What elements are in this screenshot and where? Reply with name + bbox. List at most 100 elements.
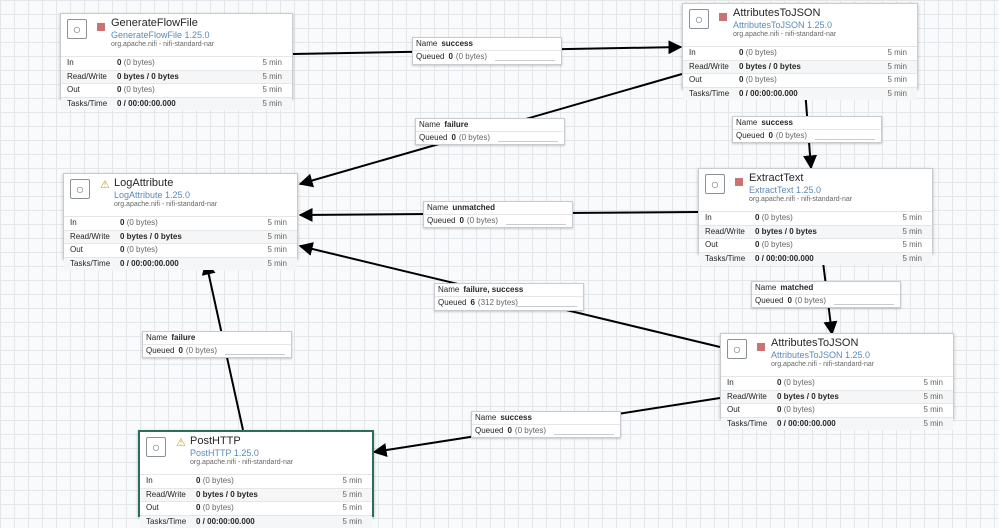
- stat-value: 0 (0 bytes): [739, 48, 777, 57]
- stat-label: Read/Write: [146, 489, 186, 499]
- stat-value: 0 (0 bytes): [196, 476, 234, 485]
- queued-size: (312 bytes): [477, 298, 518, 307]
- stat-label: Tasks/Time: [689, 88, 730, 98]
- connection-name: success: [761, 118, 793, 127]
- processor-generateflowfile[interactable]: ○ GenerateFlowFile GenerateFlowFile 1.25…: [60, 13, 293, 110]
- stopped-square-icon: [97, 23, 105, 31]
- queued-count: 6: [470, 298, 475, 307]
- queue-bar: [815, 137, 875, 140]
- processor-attributestojson-bottom[interactable]: ○ AttributesToJSON AttributesToJSON 1.25…: [720, 333, 954, 430]
- processor-type: GenerateFlowFile 1.25.0: [111, 30, 210, 40]
- queued-count: 0: [451, 133, 456, 142]
- processor-attributestojson-top[interactable]: ○ AttributesToJSON AttributesToJSON 1.25…: [682, 3, 918, 100]
- processor-icon: ○: [146, 437, 166, 457]
- queued-size: (0 bytes): [458, 133, 491, 142]
- stat-label: In: [146, 476, 153, 485]
- stat-window: 5 min: [902, 213, 922, 222]
- stat-value: 0 / 00:00:00.000: [117, 98, 176, 108]
- queue-bar: [506, 222, 566, 225]
- stat-value: 0 (0 bytes): [755, 240, 793, 249]
- stopped-square-icon: [719, 13, 727, 21]
- stat-window: 5 min: [262, 71, 282, 81]
- stat-label: Read/Write: [67, 71, 107, 81]
- stat-label: In: [67, 58, 74, 67]
- warning-triangle-icon: ⚠: [100, 179, 110, 191]
- stat-label: Out: [146, 503, 159, 512]
- stat-window: 5 min: [887, 48, 907, 57]
- stat-value: 0 (0 bytes): [120, 218, 158, 227]
- stat-label: In: [689, 48, 696, 57]
- queued-size: (0 bytes): [466, 216, 499, 225]
- connection-name: unmatched: [452, 203, 496, 212]
- stat-label: Tasks/Time: [705, 253, 746, 263]
- stat-value: 0 (0 bytes): [777, 378, 815, 387]
- stopped-square-icon: [757, 343, 765, 351]
- connection-name: matched: [780, 283, 814, 292]
- stat-label: Tasks/Time: [67, 98, 108, 108]
- stat-value: 0 bytes / 0 bytes: [739, 61, 801, 71]
- stat-value: 0 (0 bytes): [196, 503, 234, 512]
- stat-value: 0 (0 bytes): [117, 58, 155, 67]
- stat-label: In: [705, 213, 712, 222]
- processor-type: LogAttribute 1.25.0: [114, 190, 191, 200]
- processor-bundle: org.apache.nifi - nifi-standard-nar: [749, 196, 853, 203]
- queued-size: (0 bytes): [455, 52, 488, 61]
- queued-count: 0: [787, 296, 792, 305]
- queued-count: 0: [459, 216, 464, 225]
- stat-window: 5 min: [262, 85, 282, 94]
- stat-value: 0 bytes / 0 bytes: [120, 231, 182, 241]
- stat-window: 5 min: [902, 226, 922, 236]
- stat-label: Read/Write: [705, 226, 745, 236]
- queued-size: (0 bytes): [185, 346, 218, 355]
- processor-posthttp[interactable]: ○ ⚠ PostHTTP PostHTTP 1.25.0 org.apache.…: [138, 430, 374, 528]
- stat-label: Read/Write: [727, 391, 767, 401]
- stat-value: 0 (0 bytes): [755, 213, 793, 222]
- processor-extracttext[interactable]: ○ ExtractText ExtractText 1.25.0 org.apa…: [698, 168, 933, 265]
- queued-count: 0: [178, 346, 183, 355]
- queued-size: (0 bytes): [794, 296, 827, 305]
- stat-window: 5 min: [902, 253, 922, 263]
- processor-type: ExtractText 1.25.0: [749, 185, 822, 195]
- processor-logattribute[interactable]: ○ ⚠ LogAttribute LogAttribute 1.25.0 org…: [63, 173, 298, 270]
- processor-icon: ○: [727, 339, 747, 359]
- stat-label: Out: [70, 245, 83, 254]
- stat-window: 5 min: [342, 503, 362, 512]
- processor-bundle: org.apache.nifi - nifi-standard-nar: [190, 459, 294, 466]
- stopped-square-icon: [735, 178, 743, 186]
- stat-window: 5 min: [262, 98, 282, 108]
- stat-window: 5 min: [923, 405, 943, 414]
- processor-type: PostHTTP 1.25.0: [190, 448, 259, 458]
- processor-icon: ○: [70, 179, 90, 199]
- processor-bundle: org.apache.nifi - nifi-standard-nar: [733, 31, 837, 38]
- processor-stats: In 0 (0 bytes) 5 min Read/Write 0 bytes / 0…: [140, 474, 372, 528]
- stat-window: 5 min: [267, 231, 287, 241]
- queue-bar: [554, 432, 614, 435]
- processor-name: LogAttribute: [114, 177, 174, 189]
- processor-name: GenerateFlowFile: [111, 17, 198, 29]
- stat-value: 0 / 00:00:00.000: [777, 418, 836, 428]
- stat-value: 0 bytes / 0 bytes: [196, 489, 258, 499]
- queued-size: (0 bytes): [775, 131, 808, 140]
- processor-icon: ○: [689, 9, 709, 29]
- processor-bundle: org.apache.nifi - nifi-standard-nar: [114, 201, 218, 208]
- stat-window: 5 min: [887, 88, 907, 98]
- stat-window: 5 min: [902, 240, 922, 249]
- connection-name: failure: [171, 333, 196, 342]
- stat-window: 5 min: [923, 378, 943, 387]
- stat-window: 5 min: [342, 516, 362, 526]
- queued-count: 0: [448, 52, 453, 61]
- queued-count: 0: [768, 131, 773, 140]
